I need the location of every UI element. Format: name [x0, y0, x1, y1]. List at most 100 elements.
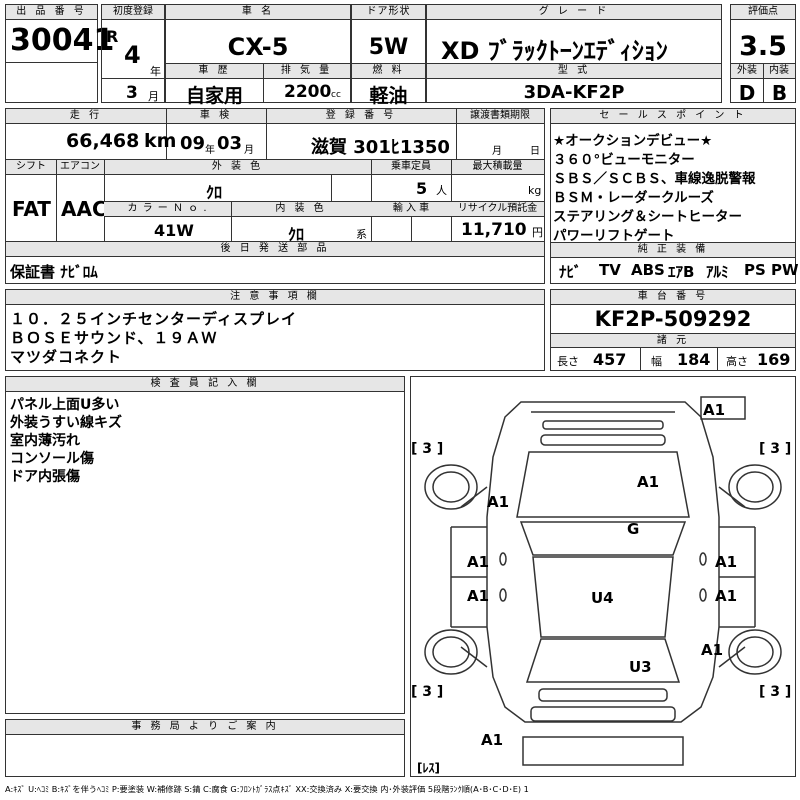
damage-diagram-box: A1 A1 A1 G A1 A1 A1 A1 U4 A1 U3 A1 [ 3 ]…: [410, 376, 796, 777]
equipment-item: TV: [599, 261, 621, 279]
spare-tire: [ﾚｽ]: [417, 761, 440, 775]
history-label: 車 歴: [166, 64, 263, 79]
mileage-label: 走 行: [6, 109, 166, 124]
mark-left-rear-door: A1: [467, 587, 490, 605]
sales-point-line: ＢＳＭ・レーダークルーズ: [553, 190, 714, 206]
transfer-day: 日: [530, 146, 540, 157]
tire-front-left: [ 3 ]: [411, 441, 444, 457]
reg-number-label: 登 録 番 号: [266, 109, 456, 124]
tire-rear-left: [ 3 ]: [411, 684, 444, 700]
inspection-year-unit: 年: [205, 145, 215, 156]
mark-rear-glass: U3: [629, 658, 652, 676]
transfer-month: 月: [492, 146, 502, 157]
chassis-box: 車 台 番 号 KF2P-509292 諸 元 長さ 457 幅 184 高さ …: [550, 289, 796, 371]
mark-right-quarter: A1: [701, 641, 724, 659]
exterior-grade: D: [738, 81, 756, 105]
capacity-label: 乗車定員: [371, 160, 451, 175]
inspection-year: 09: [180, 133, 206, 154]
notes-label: 注 意 事 項 欄: [6, 290, 544, 305]
car-diagram: [424, 396, 782, 766]
history: 自家用: [185, 85, 243, 107]
later-parts-label: 後 日 発 送 部 品: [6, 242, 544, 257]
displacement-unit: cc: [331, 90, 341, 100]
capacity: 5: [416, 179, 428, 198]
max-load-label: 最大積載量: [451, 160, 544, 175]
aircon-label: エアコン: [56, 160, 104, 175]
aircon: AAC: [61, 197, 107, 221]
mark-top-right: A1: [703, 401, 726, 419]
sales-point-line: ３６０°ビューモニター: [553, 152, 695, 168]
score-box: 評価点 3.5 外装 内装 D B: [730, 4, 796, 105]
first-registration-label: 初度登録: [102, 5, 164, 20]
model-label: 型 式: [427, 64, 721, 79]
chassis-label: 車 台 番 号: [551, 290, 795, 305]
notes-line: １０．２５インチセンターディスプレイ: [10, 310, 297, 328]
month-unit: 月: [148, 90, 159, 103]
grade: XD ﾌﾞﾗｯｸﾄｰﾝｴﾃﾞｨｼｮﾝ: [441, 37, 668, 65]
interior-grade: B: [771, 81, 788, 105]
mark-right-front-door: A1: [715, 553, 738, 571]
grade-label: グ レ ー ド: [427, 5, 721, 20]
sales-point-line: ステアリング＆シートヒーター: [553, 209, 742, 225]
displacement-label: 排 気 量: [263, 64, 350, 79]
shift-label: シフト: [6, 160, 56, 175]
vehicle-info-box: 走 行 車 検 登 録 番 号 譲渡書類期限 66,468 km 09 年 03…: [5, 108, 545, 284]
inspector-note: 室内薄汚れ: [10, 433, 80, 449]
office-notice-box: 事 務 局 よ り ご 案 内: [5, 719, 405, 777]
equipment-item: ｱﾙﾐ: [706, 263, 729, 281]
capacity-unit: 人: [436, 184, 447, 197]
height-label: 高さ: [726, 355, 748, 368]
mark-right-rear-door: A1: [715, 587, 738, 605]
car-name-box: 車 名 CX-5 車 歴 排 気 量 自家用 2200 cc: [165, 4, 351, 107]
year-unit: 年: [150, 65, 161, 78]
mark-bonnet: A1: [637, 473, 660, 491]
sales-point-label: セ ー ル ス ポ イ ン ト: [551, 109, 795, 124]
inspection-month-unit: 月: [244, 145, 254, 156]
score: 3.5: [739, 31, 787, 62]
score-label: 評価点: [731, 5, 795, 20]
legend: A:ｷｽﾞ U:ﾍｺﾐ B:ｷｽﾞを伴うﾍｺﾐ P:要塗装 W:補修跡 S:錆 …: [5, 784, 529, 794]
recycle-fee: 11,710: [461, 220, 527, 240]
length-label: 長さ: [557, 355, 579, 368]
notes-line: ＢＯＳＥサウンド、１９ＡＷ: [10, 329, 218, 347]
length: 457: [593, 350, 627, 369]
sales-point-box: セ ー ル ス ポ イ ン ト ★オークションデビュー★ ３６０°ビューモニター…: [550, 108, 799, 284]
door-type: 5W: [368, 35, 409, 60]
width: 184: [677, 350, 711, 369]
exterior-label: 外装: [731, 64, 763, 79]
equipment-item: ABS: [631, 261, 665, 279]
notes-line: マツダコネクト: [10, 348, 123, 366]
sales-point-line: パワーリフトゲート: [553, 228, 675, 244]
exterior-color-label: 外 装 色: [104, 160, 371, 175]
inspector-note: ドア内張傷: [10, 469, 80, 485]
exterior-color: ｸﾛ: [206, 183, 223, 202]
month: 3: [126, 83, 138, 103]
mark-roof: U4: [591, 589, 614, 607]
transfer-deadline-label: 譲渡書類期限: [456, 109, 544, 124]
specs-label: 諸 元: [551, 333, 795, 348]
recycle-fee-unit: 円: [532, 226, 543, 239]
inspector-note: パネル上面U多い: [10, 397, 120, 413]
color-number-label: カ ラ ー Ｎ ｏ .: [104, 202, 231, 217]
tire-front-right: [ 3 ]: [759, 441, 792, 457]
tire-rear-right: [ 3 ]: [759, 684, 792, 700]
lot-number: 30041: [10, 23, 115, 58]
office-notice-label: 事 務 局 よ り ご 案 内: [6, 720, 404, 735]
car-name: CX-5: [227, 33, 289, 61]
first-registration-box: 初度登録 R 4 年 3 月: [101, 4, 165, 103]
era: R: [106, 27, 119, 46]
interior-label: 内装: [763, 64, 795, 79]
model-code: 3DA-KF2P: [523, 82, 625, 103]
inspection-label: 車 検: [166, 109, 266, 124]
displacement: 2200: [284, 82, 332, 102]
interior-color-unit: 系: [356, 228, 367, 241]
lot-number-box: 出 品 番 号 30041: [5, 4, 114, 103]
grade-box: グ レ ー ド XD ﾌﾞﾗｯｸﾄｰﾝｴﾃﾞｨｼｮﾝ 型 式 3DA-KF2P: [426, 4, 722, 103]
inspector-notes-label: 検 査 員 記 入 欄: [6, 377, 404, 392]
door-box: ドア形状 5W 燃 料 軽油: [351, 4, 426, 107]
fuel: 軽油: [369, 85, 408, 107]
equipment-item: ﾅﾋﾞ: [559, 263, 582, 281]
fuel-label: 燃 料: [352, 64, 425, 79]
equipment-item: PS: [744, 261, 766, 279]
mark-left-front-door: A1: [467, 553, 490, 571]
